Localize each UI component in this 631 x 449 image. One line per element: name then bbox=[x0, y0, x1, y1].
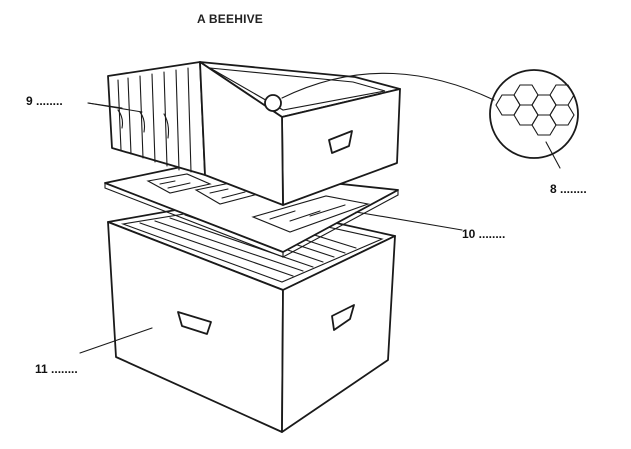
label-queen-excluder: 10 ........ bbox=[462, 227, 505, 241]
queen-excluder-leader bbox=[356, 212, 462, 230]
label-comb: 8 ........ bbox=[550, 182, 587, 196]
label-frames: 9 ........ bbox=[26, 94, 63, 108]
comb-detail-circle bbox=[490, 70, 578, 158]
comb-detail bbox=[490, 70, 578, 158]
comb-marker-circle bbox=[265, 95, 281, 111]
label-brood-box: 11 ........ bbox=[35, 362, 78, 376]
